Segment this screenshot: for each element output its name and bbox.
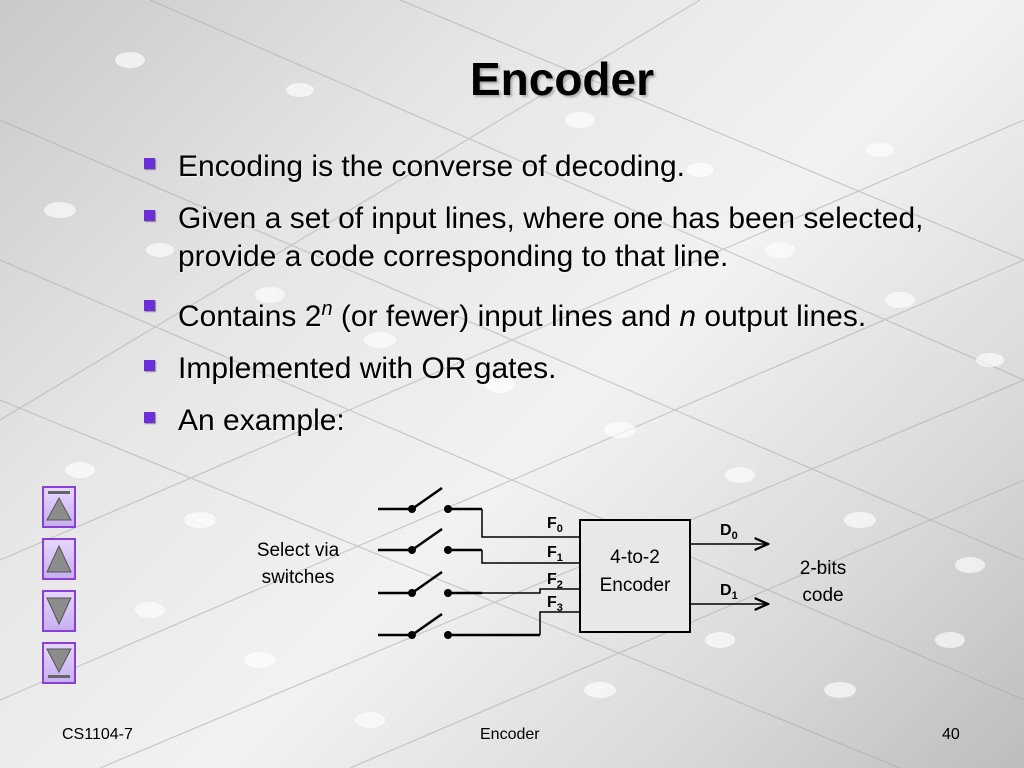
bullet-text: An example: xyxy=(178,404,345,437)
encoder-box-line2: Encoder xyxy=(600,575,671,596)
bullet-list: Encoding is the converse of decoding. Gi… xyxy=(140,148,1000,454)
input-label-f3: F3 xyxy=(547,594,563,614)
bullet-item: Implemented with OR gates. xyxy=(140,350,1000,388)
bullet-text-part: Contains 2 xyxy=(178,300,322,333)
input-label-f2: F2 xyxy=(547,571,563,591)
previous-slide-icon xyxy=(46,544,72,573)
switch-2 xyxy=(378,570,482,595)
bullet-item: An example: xyxy=(140,402,1000,440)
bullet-item: Encoding is the converse of decoding. xyxy=(140,148,1000,186)
input-wires xyxy=(481,509,580,635)
bullet-text: Implemented with OR gates. xyxy=(178,352,557,385)
input-label-f1: F1 xyxy=(547,544,563,564)
bullet-text: Encoding is the converse of decoding. xyxy=(178,150,685,183)
first-slide-icon xyxy=(46,491,72,521)
slide-title: Encoder xyxy=(469,53,655,105)
bullet-square-icon xyxy=(144,158,155,169)
bullet-item: Given a set of input lines, where one ha… xyxy=(140,200,1000,276)
last-slide-icon xyxy=(46,648,72,678)
italic-n: n xyxy=(679,300,697,333)
next-slide-icon xyxy=(46,597,72,626)
bullet-square-icon xyxy=(144,300,155,311)
encoder-box xyxy=(579,519,691,633)
bullet-square-icon xyxy=(144,210,155,221)
encoder-box-line1: 4-to-2 xyxy=(610,547,660,568)
switch-3 xyxy=(378,612,540,637)
bullet-item: Contains 2n (or fewer) input lines and n… xyxy=(140,290,1000,336)
previous-slide-button[interactable] xyxy=(42,538,76,580)
switch-0 xyxy=(378,486,482,511)
output-label-d0: D0 xyxy=(720,522,738,542)
bullet-square-icon xyxy=(144,360,155,371)
footer-title: Encoder xyxy=(480,726,540,743)
input-label-f0: F0 xyxy=(547,515,563,535)
code-label-line2: code xyxy=(802,585,843,606)
footer-course: CS1104-7 xyxy=(62,726,133,743)
output-label-d1: D1 xyxy=(720,582,738,602)
switch-1 xyxy=(378,527,482,552)
bullet-text: Given a set of input lines, where one ha… xyxy=(178,202,924,273)
select-label-line2: switches xyxy=(262,567,335,588)
first-slide-button[interactable] xyxy=(42,486,76,528)
footer-page-number: 40 xyxy=(942,726,960,743)
last-slide-button[interactable] xyxy=(42,642,76,684)
bullet-text-part: output lines. xyxy=(696,300,867,333)
output-wires xyxy=(690,544,768,604)
code-label-line1: 2-bits xyxy=(800,558,846,579)
next-slide-button[interactable] xyxy=(42,590,76,632)
superscript-n: n xyxy=(321,298,333,320)
select-label-line1: Select via xyxy=(257,540,340,561)
bullet-text-part: (or fewer) input lines and xyxy=(332,300,680,333)
bullet-square-icon xyxy=(144,412,155,423)
